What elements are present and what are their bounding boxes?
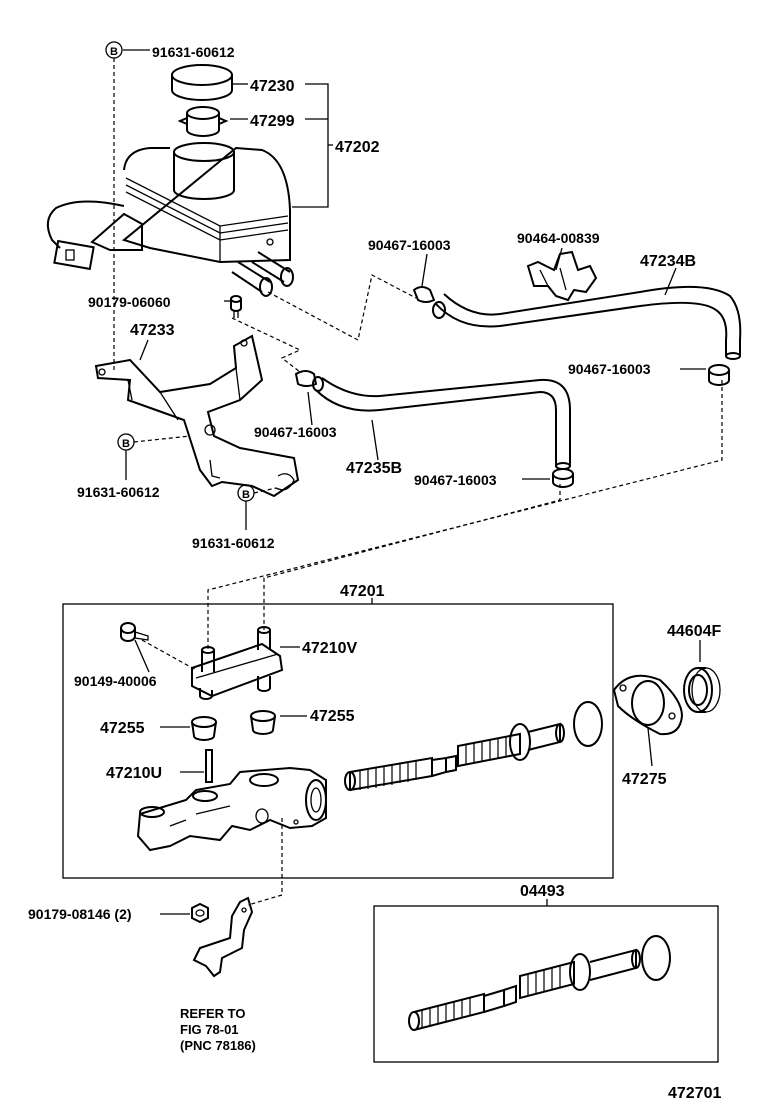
seal-left <box>191 716 217 741</box>
reservoir-strainer <box>177 106 229 137</box>
hose-clip <box>526 250 598 302</box>
label-clamp-lower-b: 90467-16003 <box>414 472 497 488</box>
label-reservoir: 47202 <box>335 139 380 156</box>
kit-o-ring <box>641 935 671 981</box>
label-bracket: 47233 <box>130 322 175 339</box>
label-pin: 47210U <box>106 765 162 782</box>
label-refer-line1: REFER TO <box>180 1006 246 1021</box>
label-grommet: 90179-06060 <box>88 294 171 310</box>
reservoir-cap <box>171 64 233 101</box>
label-kit: 04493 <box>520 883 565 900</box>
label-clamp-upper-a: 90467-16003 <box>368 237 451 253</box>
level-sensor-wire <box>46 200 143 271</box>
badge-b-top: B <box>105 41 123 59</box>
label-clamp-upper-b: 90467-16003 <box>568 361 651 377</box>
master-cylinder-box <box>62 603 614 879</box>
hose-clamp-upper-b <box>708 364 730 386</box>
piston-assembly-main <box>344 722 565 791</box>
label-clip: 90464-00839 <box>517 230 600 246</box>
screw <box>120 622 149 642</box>
label-refer-line3: (PNC 78186) <box>180 1038 256 1053</box>
figure-number: 472701 <box>668 1085 721 1102</box>
label-nut: 90179-08146 (2) <box>28 906 132 922</box>
label-strainer: 47299 <box>250 113 295 130</box>
label-screw: 90149-40006 <box>74 673 157 689</box>
cylinder-body <box>136 766 327 852</box>
hose-clamp-upper-a <box>412 286 436 303</box>
gasket <box>612 674 684 736</box>
label-seal: 47255 <box>100 720 145 737</box>
label-bolt-b-top: 91631-60612 <box>152 44 235 60</box>
hose-upper <box>432 285 742 360</box>
badge-b-top-letter: B <box>110 46 118 58</box>
badge-b-left: B <box>117 433 135 451</box>
label-cap: 47230 <box>250 78 295 95</box>
label-clamp-lower-a: 90467-16003 <box>254 424 337 440</box>
hose-clamp-lower-a <box>294 370 318 387</box>
leader-lines <box>123 49 706 915</box>
label-master-cylinder: 47201 <box>340 583 385 600</box>
dashed-assembly-lines <box>113 58 723 906</box>
label-union: 47210V <box>302 640 357 657</box>
brake-reservoir <box>121 142 294 297</box>
badge-b-bottom-letter: B <box>242 489 250 501</box>
repair-kit-box <box>373 905 719 1063</box>
label-hose-lower: 47235B <box>346 460 402 477</box>
seal-right <box>250 710 276 735</box>
hose-clamp-lower-b <box>552 468 574 488</box>
label-boot: 44604F <box>667 623 721 640</box>
badge-b-left-letter: B <box>122 438 130 450</box>
pipe-bracket <box>192 896 254 978</box>
label-seal-right: 47255 <box>310 708 355 725</box>
nut <box>191 902 209 924</box>
badge-b-bottom: B <box>237 484 255 502</box>
label-gasket: 47275 <box>622 771 667 788</box>
grommet <box>230 295 242 318</box>
pin <box>205 749 213 783</box>
boot-seal <box>683 667 721 713</box>
mounting-bracket <box>94 334 300 498</box>
repair-kit-pistons <box>408 948 641 1031</box>
union-fitting <box>191 626 284 700</box>
label-refer-line2: FIG 78-01 <box>180 1022 239 1037</box>
hose-lower <box>312 376 571 470</box>
label-bolt-b-left: 91631-60612 <box>77 484 160 500</box>
label-bolt-b-bottom: 91631-60612 <box>192 535 275 551</box>
label-hose-right: 47234B <box>640 253 696 270</box>
o-ring <box>573 701 603 747</box>
